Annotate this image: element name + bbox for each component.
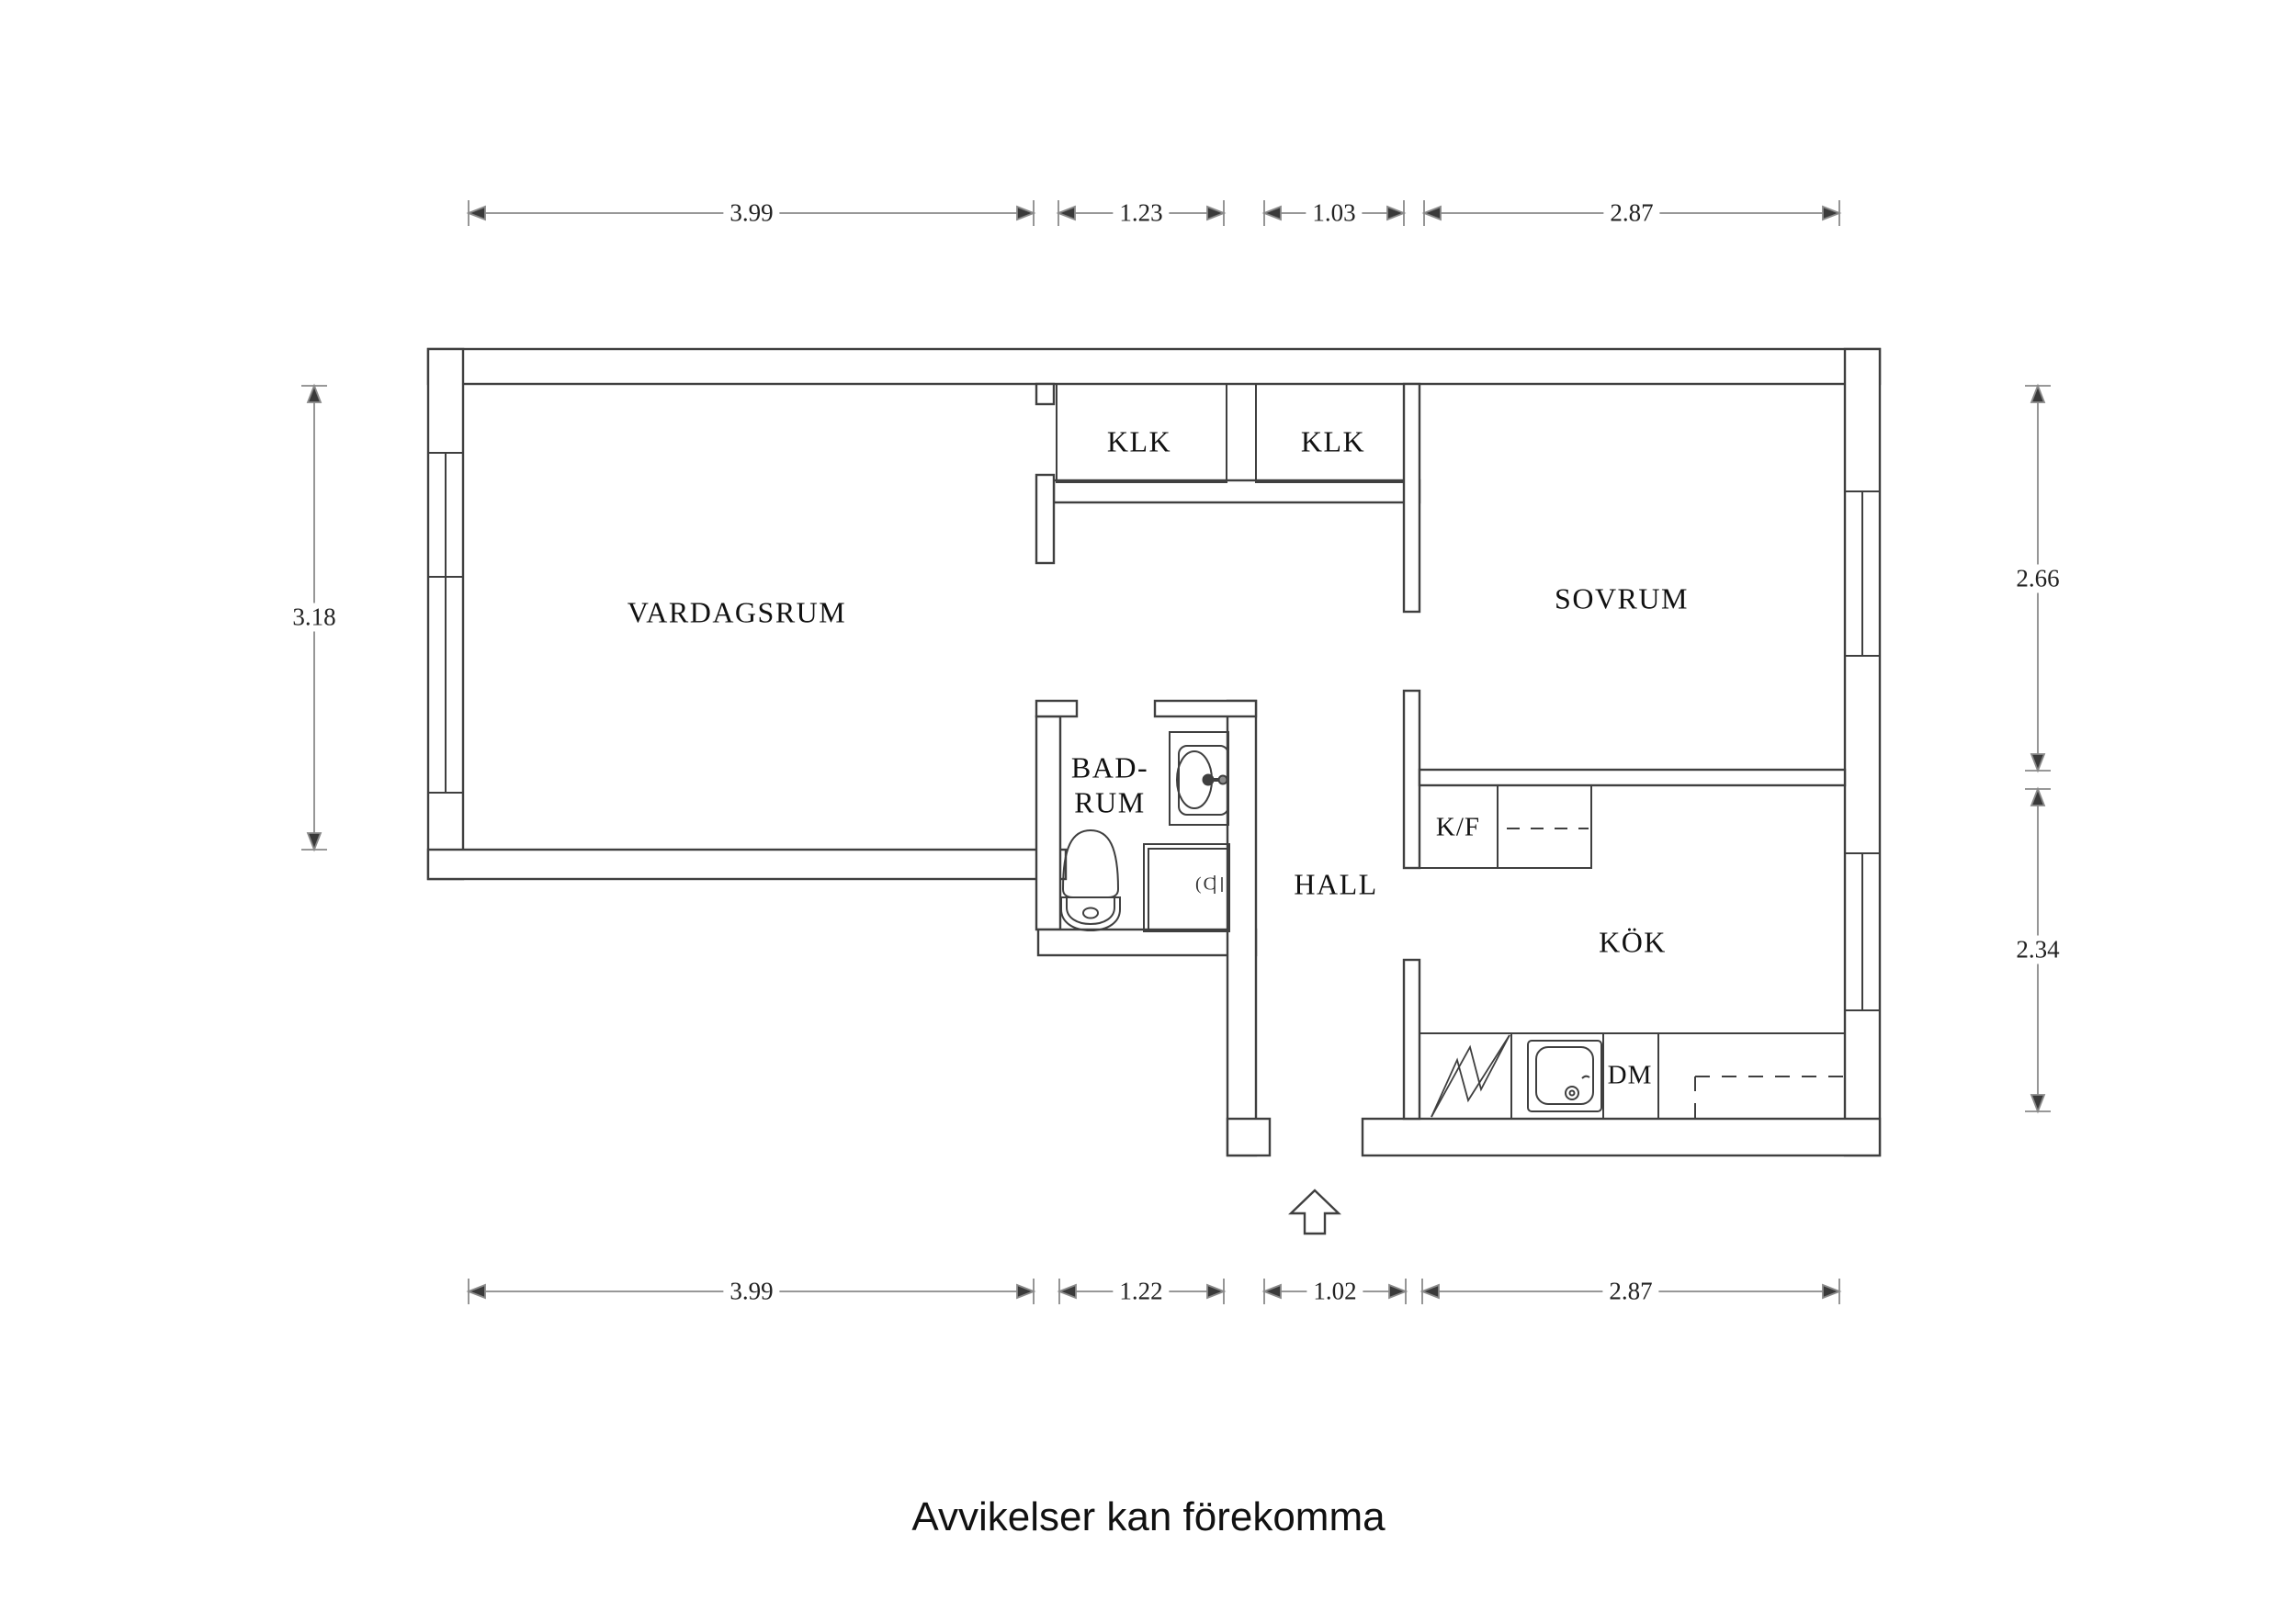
room-label-klk-left: KLK bbox=[1106, 424, 1172, 458]
window-livingroom-icon bbox=[428, 452, 463, 794]
wall-kitchen-left bbox=[1402, 958, 1421, 1121]
dim-bottom-3: 1.02 bbox=[1306, 1277, 1363, 1306]
closet-right-outline bbox=[1255, 383, 1405, 483]
wall-bedroom-left-lower bbox=[1402, 689, 1421, 870]
kitchen-fittings bbox=[1419, 784, 1845, 1119]
dim-left-1: 3.18 bbox=[286, 603, 343, 632]
dim-bottom-1: 3.99 bbox=[723, 1277, 780, 1306]
closet-left-outline bbox=[1056, 383, 1227, 483]
windows bbox=[428, 452, 1880, 1011]
dim-right-1: 2.66 bbox=[2009, 564, 2066, 593]
room-label-vardagsrum: VARDAGSRUM bbox=[627, 595, 847, 629]
room-label-badrum-line1: BAD- bbox=[1070, 750, 1149, 784]
wall-livingroom-door-jamb bbox=[1035, 473, 1056, 565]
bathroom-fixtures bbox=[1060, 731, 1230, 932]
room-label-kok: KÖK bbox=[1599, 925, 1667, 959]
fridge-freezer-unit bbox=[1419, 784, 1592, 869]
room-label-badrum: BAD- RUM bbox=[1071, 750, 1148, 820]
wall-closet-bottom bbox=[1052, 479, 1421, 504]
room-label-sovrum: SOVRUM bbox=[1555, 581, 1689, 615]
room-label-badrum-line2: RUM bbox=[1074, 785, 1146, 818]
dim-right-2: 2.34 bbox=[2009, 935, 2066, 964]
stove-icon bbox=[1431, 1034, 1510, 1118]
dim-top-4: 2.87 bbox=[1603, 198, 1660, 228]
dim-top-1: 3.99 bbox=[723, 198, 780, 228]
room-label-hall: HALL bbox=[1294, 867, 1378, 901]
dim-top-2: 1.23 bbox=[1113, 198, 1170, 228]
wall-livingroom-bottom bbox=[426, 848, 1068, 881]
wall-bedroom-left-upper bbox=[1402, 382, 1421, 614]
dim-top-3: 1.03 bbox=[1306, 198, 1363, 228]
dimension-lines bbox=[301, 200, 2051, 1304]
wall-bathroom-top-left bbox=[1035, 699, 1079, 718]
dim-bottom-2: 1.22 bbox=[1113, 1277, 1170, 1306]
wall-bathroom-left bbox=[1035, 715, 1062, 931]
wall-right bbox=[1843, 347, 1882, 1157]
footer-disclaimer: Avvikelser kan förekomma bbox=[911, 1494, 1386, 1539]
wall-entry-left bbox=[1226, 1117, 1272, 1157]
wall-hall-left bbox=[1226, 699, 1258, 1157]
kitchen-sink-icon bbox=[1527, 1040, 1602, 1112]
dim-bottom-4: 2.87 bbox=[1602, 1277, 1659, 1306]
bathroom-sink-icon bbox=[1169, 731, 1229, 826]
entry-arrow-icon bbox=[1288, 1189, 1341, 1235]
room-label-klk-right: KLK bbox=[1300, 424, 1366, 458]
walls bbox=[426, 347, 1882, 1157]
wall-bedroom-bottom bbox=[1418, 768, 1847, 787]
window-kitchen-icon bbox=[1845, 852, 1880, 1011]
closets bbox=[1056, 383, 1405, 483]
overhead-cabinets-dashed bbox=[1694, 1076, 1845, 1119]
washing-machine-icon bbox=[1143, 843, 1230, 932]
dim-right bbox=[2025, 383, 2051, 1114]
appliance-label-dishwasher: DM bbox=[1607, 1060, 1653, 1090]
dim-top bbox=[466, 200, 1842, 226]
wall-bathroom-top-right bbox=[1153, 699, 1258, 718]
wall-top bbox=[426, 347, 1882, 386]
washing-machine-symbol: (C bbox=[1195, 873, 1217, 895]
wall-closet-left-stub bbox=[1035, 382, 1056, 406]
wall-entry-right bbox=[1361, 1117, 1882, 1157]
appliance-label-fridge-freezer: K/F bbox=[1435, 812, 1481, 842]
toilet-icon bbox=[1060, 828, 1121, 932]
wall-bathroom-bottom bbox=[1036, 928, 1258, 957]
window-bedroom-icon bbox=[1845, 490, 1880, 657]
